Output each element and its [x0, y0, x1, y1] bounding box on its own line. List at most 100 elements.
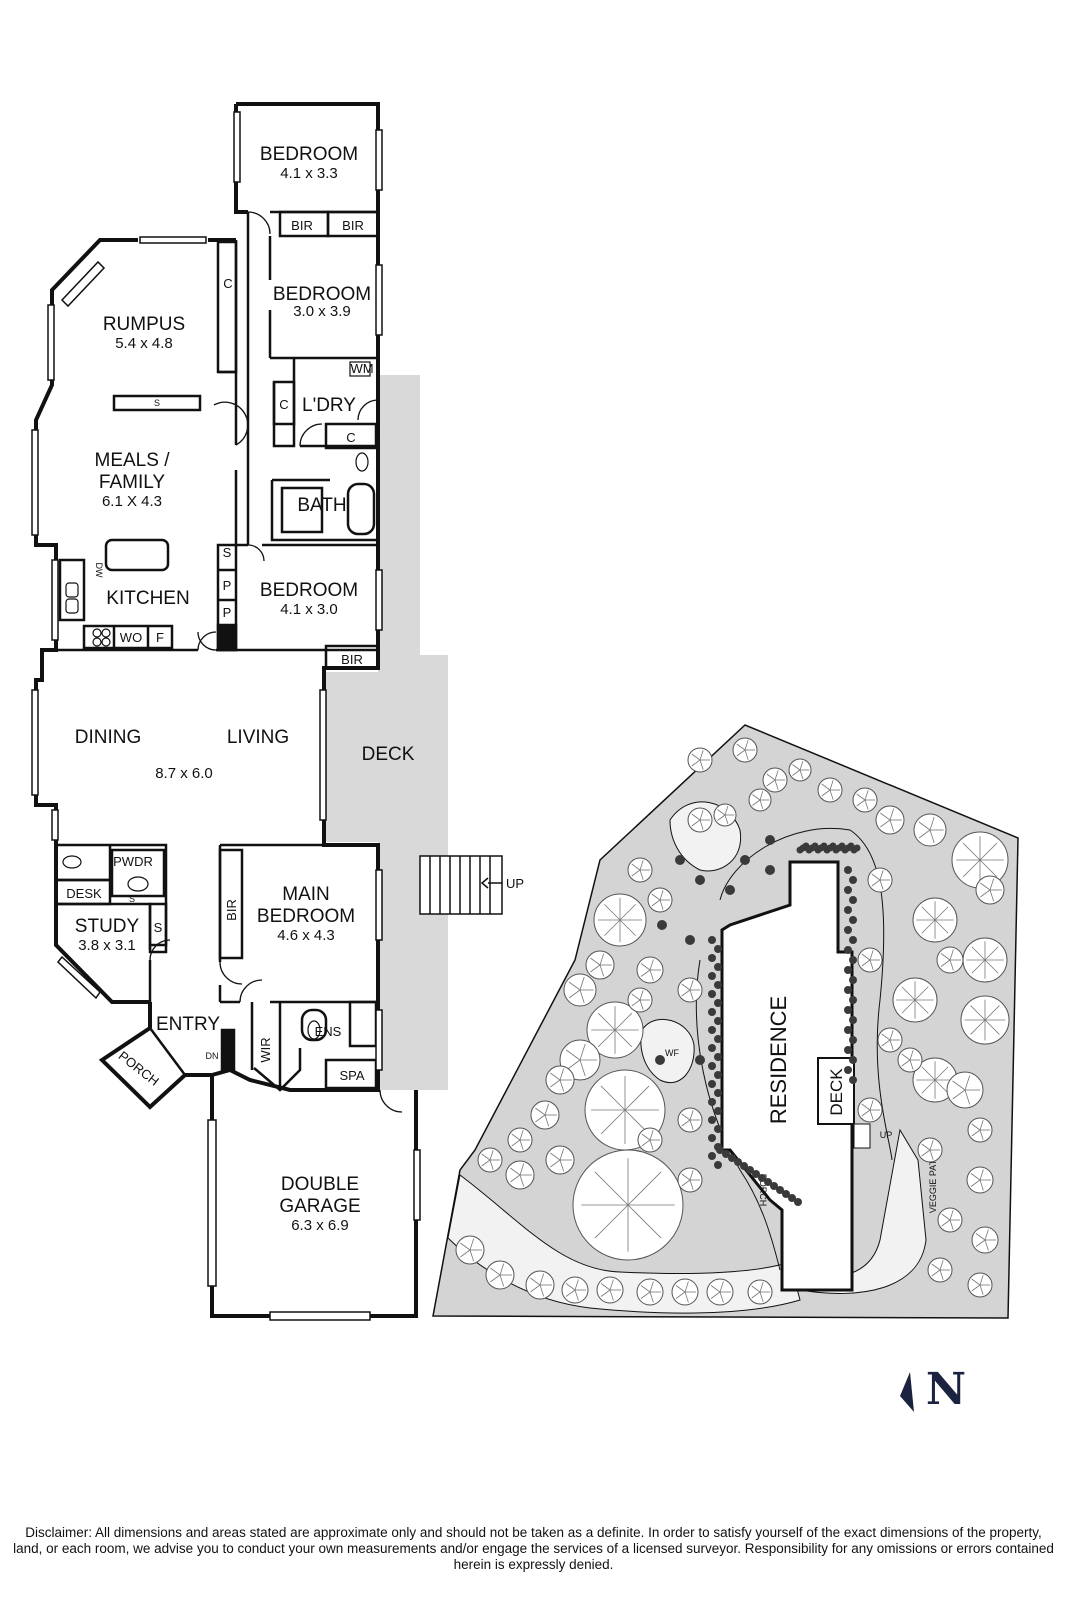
shrub-3: [714, 963, 722, 971]
tree-47-branch: [869, 959, 874, 970]
large-tree-8-branch: [984, 1005, 1000, 1021]
shrub-29: [849, 896, 857, 904]
shrub-84: [695, 875, 705, 885]
tree-5-branch: [792, 764, 801, 771]
tree-6-branch: [821, 783, 831, 791]
tree-31-branch: [544, 1114, 550, 1127]
bedroom-third-dim: 4.1 x 3.0: [280, 601, 338, 618]
tree-35-branch: [649, 969, 654, 981]
shrub-24: [708, 1152, 716, 1160]
large-tree-6-branch: [971, 959, 986, 974]
shrub-91: [695, 1055, 705, 1065]
shrub-19: [714, 1107, 722, 1115]
study-name: STUDY: [75, 916, 140, 937]
tree-14-branch: [929, 1140, 934, 1151]
tree-17-branch: [984, 1239, 989, 1251]
tree-27-branch: [710, 1291, 721, 1299]
shrub-55: [758, 1174, 766, 1182]
tree-32-branch: [550, 1079, 561, 1088]
s-label-rumpus: S: [154, 398, 160, 408]
tree-25-branch: [640, 1291, 651, 1299]
tree-36-branch: [631, 993, 641, 1001]
shrub-81: [853, 844, 861, 852]
tree-3-branch: [724, 814, 729, 825]
residence-footprint: [720, 860, 854, 1292]
tree-41-branch: [511, 1139, 521, 1147]
tree-36-branch: [631, 999, 641, 1007]
tree-18-branch: [931, 1263, 941, 1271]
shrub-13: [714, 1053, 722, 1061]
tree-9-branch: [929, 829, 935, 844]
large-tree-10-branch: [566, 1049, 581, 1061]
tree-4-branch: [752, 799, 761, 806]
tree-25-branch: [640, 1285, 651, 1293]
tree-44-branch: [631, 869, 641, 877]
tree-0-branch: [691, 759, 701, 767]
tree-3-branch: [717, 809, 726, 816]
disclaimer: Disclaimer: All dimensions and areas sta…: [13, 1525, 1054, 1572]
tree-37-branch: [689, 980, 694, 991]
tree-9-branch: [929, 816, 935, 831]
tree-46-branch: [871, 879, 881, 887]
dining-living-dim: 8.7 x 6.0: [155, 765, 213, 782]
tree-22-branch: [530, 1284, 541, 1293]
tree-43-branch: [691, 819, 701, 827]
large-tree-4-branch: [962, 842, 981, 861]
bath-name: BATH: [297, 495, 346, 516]
tree-1-branch: [744, 749, 749, 760]
tree-34-branch: [599, 964, 605, 977]
tree-16-branch: [941, 1213, 951, 1221]
tree-30-branch: [559, 1148, 565, 1161]
tree-4-branch: [759, 799, 764, 810]
main-bedroom-dim: 4.6 x 4.3: [277, 927, 335, 944]
large-tree-6-branch: [984, 946, 999, 961]
shrub-83: [685, 935, 695, 945]
ens-name: ENS: [315, 1024, 342, 1039]
tree-45-branch: [651, 893, 661, 901]
tree-23-branch: [574, 1289, 579, 1301]
deck-stairs: [419, 855, 503, 915]
large-tree-11-branch: [964, 1075, 971, 1091]
bedroom-second-dim: 3.0 x 3.9: [293, 303, 351, 320]
tree-6-branch: [829, 780, 834, 791]
large-tree-7-branch: [914, 986, 929, 1001]
tree-13-branch: [979, 1129, 984, 1140]
tree-13-branch: [979, 1120, 984, 1131]
shrub-46: [844, 1066, 852, 1074]
tree-11-branch: [949, 949, 954, 961]
tree-28-branch: [759, 1282, 764, 1293]
tree-46-branch: [871, 873, 881, 881]
large-tree-11-branch: [952, 1089, 966, 1100]
large-tree-9-branch: [921, 1079, 936, 1094]
shrub-41: [849, 1016, 857, 1024]
tree-34-branch: [590, 964, 601, 973]
tree-6-branch: [821, 789, 831, 797]
deck-name: DECK: [362, 744, 415, 765]
large-tree-6-branch: [971, 946, 986, 961]
bir-main-label: BIR: [224, 899, 239, 921]
tree-42-branch: [481, 1153, 491, 1161]
site-deck-label: DECK: [827, 1068, 846, 1116]
large-tree-5-branch: [921, 906, 936, 921]
trees: [455, 737, 1010, 1306]
tree-43-branch: [699, 810, 704, 821]
tree-21-branch: [490, 1267, 501, 1276]
tree-19-branch: [971, 1278, 981, 1286]
tree-3-branch: [717, 814, 726, 821]
shrub-61: [794, 1198, 802, 1206]
large-tree-7-branch: [901, 986, 916, 1001]
spa-name: SPA: [339, 1068, 364, 1083]
large-tree-2-branch: [604, 919, 621, 936]
large-tree-1-branch: [594, 1171, 629, 1206]
meals-name-2: FAMILY: [99, 472, 165, 493]
tree-10-branch: [989, 889, 995, 902]
bir-label-3: BIR: [341, 652, 363, 667]
shrub-87: [765, 865, 775, 875]
tree-14-branch: [929, 1149, 934, 1160]
shrub-25: [714, 1161, 722, 1169]
tree-18-branch: [939, 1269, 944, 1280]
s-label-study: S: [154, 920, 163, 935]
tree-5-branch: [792, 769, 801, 776]
shrub-7: [714, 999, 722, 1007]
shrub-1: [714, 945, 722, 953]
